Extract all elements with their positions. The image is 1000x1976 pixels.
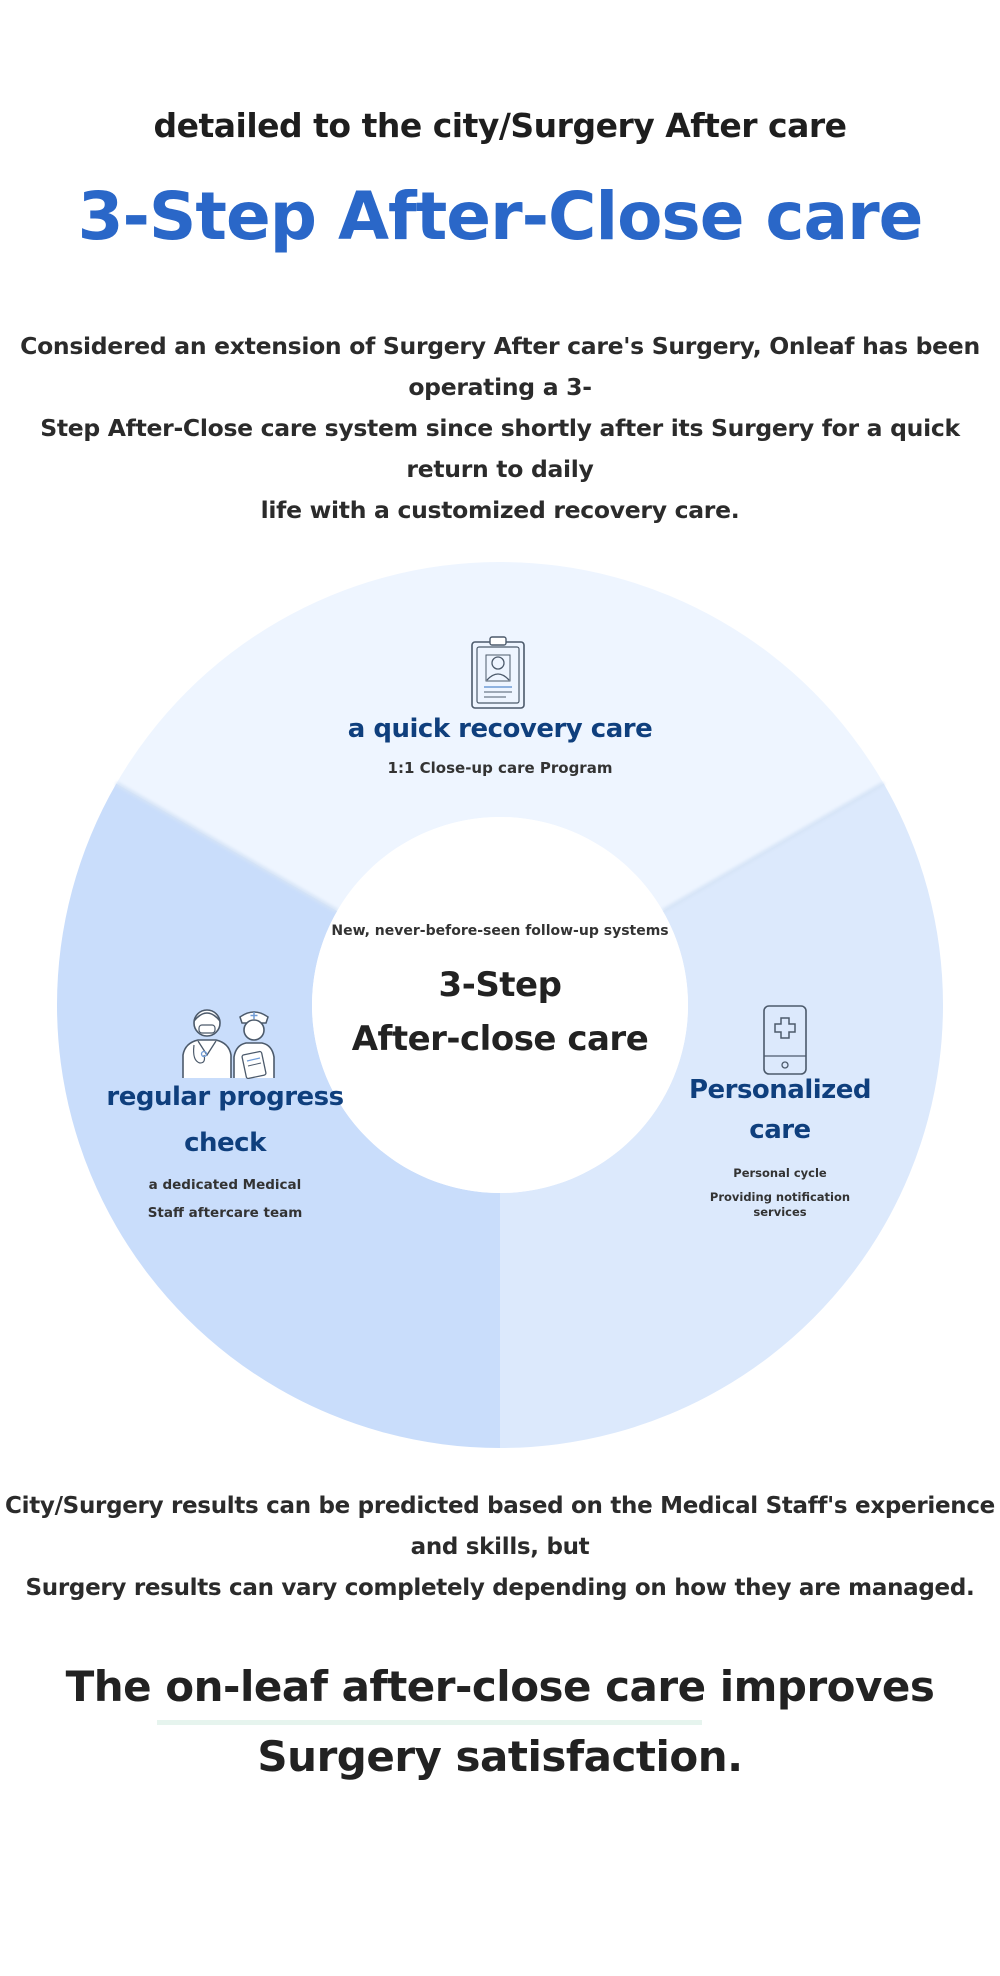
segment-left-desc: a dedicated Medical Staff aftercare team	[120, 1171, 330, 1227]
id-card-icon	[471, 636, 525, 709]
segment-right-title-line-2: care	[749, 1115, 811, 1145]
segment-right-title: Personalized care	[660, 1070, 900, 1150]
segment-left-desc-line-2: Staff aftercare team	[147, 1205, 303, 1221]
wheel-center-caption: New, never-before-seen follow-up systems	[331, 923, 669, 939]
mobile-medical-icon	[763, 1005, 807, 1075]
wheel-center-title-line-1: 3-Step	[438, 965, 562, 1005]
results-line-2: Surgery results can vary completely depe…	[25, 1575, 975, 1601]
wheel-divider-left	[115, 781, 339, 913]
intro-line-1: Considered an extension of Surgery After…	[20, 332, 980, 401]
segment-left-title-line-2: check	[184, 1128, 266, 1158]
wheel-divider-right	[661, 781, 885, 913]
segment-left-title-line-1: regular progress	[106, 1082, 344, 1112]
segment-top-desc: 1:1 Close-up care Program	[387, 759, 613, 777]
wheel-segment-left	[57, 783, 500, 1448]
segment-left-desc-line-1: a dedicated Medical	[148, 1177, 302, 1193]
wheel-segment-top	[116, 562, 884, 911]
page-title: 3-Step After-Close care	[77, 178, 924, 255]
results-line-1: City/Surgery results can be predicted ba…	[5, 1493, 995, 1560]
intro-line-3: life with a customized recovery care.	[260, 496, 740, 524]
closing-line-1: The on-leaf after-close care improves	[65, 1662, 935, 1711]
closing-line-2: Surgery satisfaction.	[257, 1732, 743, 1781]
page-subtitle: detailed to the city/Surgery After care	[153, 106, 847, 145]
segment-right-title-line-1: Personalized	[688, 1075, 872, 1105]
segment-top-title: a quick recovery care	[347, 714, 653, 744]
results-paragraph: City/Surgery results can be predicted ba…	[0, 1486, 1000, 1609]
closing-statement: The on-leaf after-close care improves Su…	[0, 1652, 1000, 1792]
wheel-segment-right	[500, 783, 943, 1448]
segment-right-desc-line-2: Providing notification	[709, 1190, 851, 1204]
segment-right-desc: Providing notification services	[695, 1190, 865, 1220]
wheel-center	[312, 817, 688, 1193]
care-wheel	[57, 562, 943, 1448]
segment-right-desc-line-3: services	[753, 1205, 807, 1219]
closing-highlight	[157, 1720, 702, 1725]
wheel-center-title-line-2: After-close care	[351, 1019, 649, 1059]
intro-paragraph: Considered an extension of Surgery After…	[0, 326, 1000, 531]
wheel-center-title: 3-Step After-close care	[330, 958, 670, 1066]
segment-right-desc-line-1: Personal cycle	[733, 1166, 827, 1180]
segment-left-title: regular progress check	[95, 1074, 355, 1166]
intro-line-2: Step After-Close care system since short…	[40, 414, 960, 483]
medical-staff-icon	[182, 1009, 275, 1079]
